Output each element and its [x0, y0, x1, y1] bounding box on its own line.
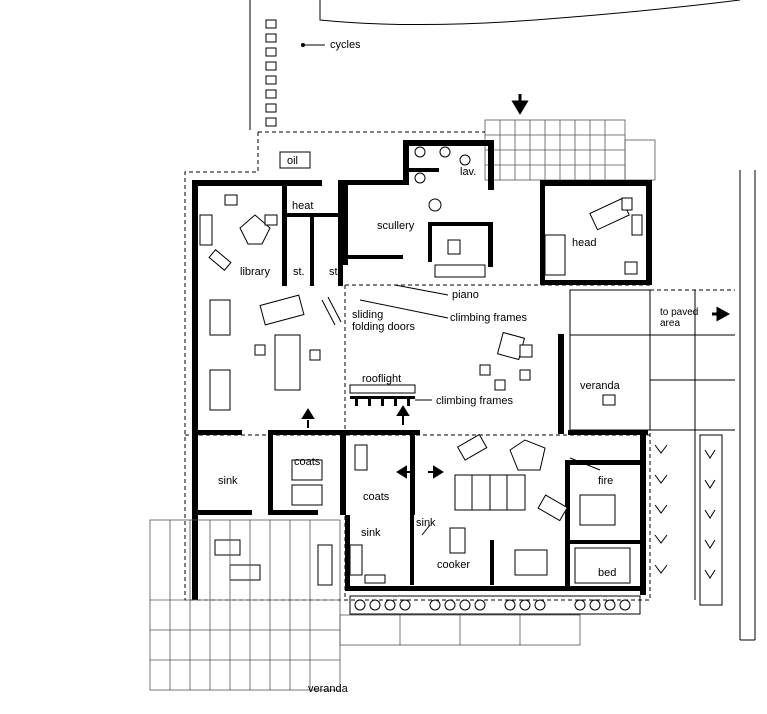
planters [349, 595, 641, 615]
label-lav: lav. [460, 166, 476, 178]
arrow-up-icon [396, 405, 410, 425]
labels: cycles oil lav. heat scullery head libra… [218, 39, 698, 695]
coats-furniture [291, 433, 616, 526]
arrow-right-icon [712, 306, 731, 322]
head-furniture [544, 197, 643, 276]
label-oil: oil [287, 155, 298, 167]
rooflight [349, 384, 416, 406]
library-furniture [199, 194, 321, 411]
label-cycles: cycles [330, 39, 361, 51]
label-heat: heat [292, 200, 313, 212]
kitchen-furniture [214, 527, 631, 586]
label-bed: bed [598, 567, 616, 579]
label-coats-1: coats [294, 456, 321, 468]
veranda-east [569, 289, 735, 600]
label-to-paved: to paved [660, 307, 698, 318]
label-climbing-frames-2: climbing frames [436, 395, 514, 407]
label-rooflight: rooflight [362, 373, 401, 385]
label-sink-2: sink [361, 527, 381, 539]
label-area: area [660, 318, 680, 329]
label-st-1: st. [293, 266, 305, 278]
label-scullery: scullery [377, 220, 415, 232]
cycle-stands [265, 19, 325, 127]
label-climbing-frames-1: climbing frames [450, 312, 528, 324]
arrows [301, 94, 731, 479]
arrow-left-icon [396, 465, 412, 479]
label-sliding: sliding [352, 309, 383, 321]
scullery-furniture [414, 146, 486, 278]
site-boundary [249, 0, 756, 641]
arrow-down-icon [511, 94, 529, 115]
label-head: head [572, 237, 596, 249]
label-st-2: st. [329, 266, 341, 278]
label-fire: fire [598, 475, 613, 487]
play-furniture [321, 296, 533, 391]
arrow-up-icon [301, 408, 315, 428]
label-sink-3: sink [416, 517, 436, 529]
label-folding-doors: folding doors [352, 321, 415, 333]
veranda-south-paving [149, 519, 581, 691]
walls [192, 140, 652, 600]
label-sink-1: sink [218, 475, 238, 487]
arrow-right-icon [428, 465, 444, 479]
label-cooker: cooker [437, 559, 470, 571]
east-planting [654, 434, 723, 606]
leaders [359, 284, 601, 536]
label-coats-2: coats [363, 491, 390, 503]
label-veranda-east: veranda [580, 380, 621, 392]
label-veranda-south: veranda [308, 683, 349, 695]
entrance-paving [484, 119, 656, 181]
label-library: library [240, 266, 270, 278]
label-piano: piano [452, 289, 479, 301]
